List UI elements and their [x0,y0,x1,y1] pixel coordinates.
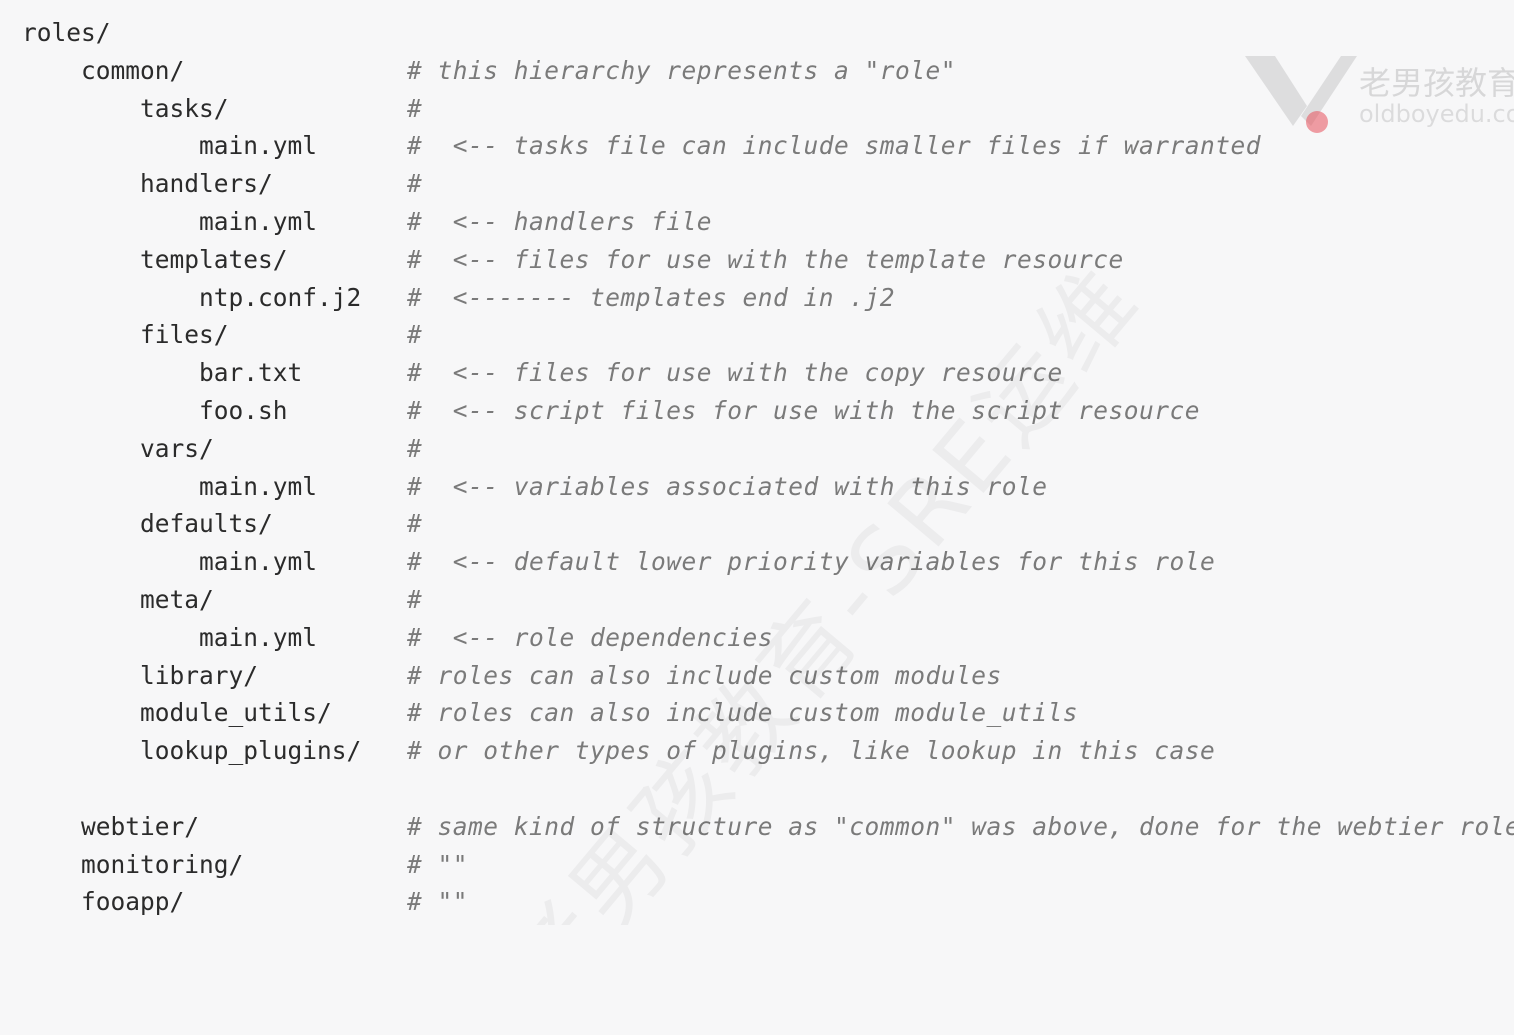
line-comment: # [407,169,423,199]
path-tasks: tasks/ [140,93,229,123]
code-line: main.yml # <-- tasks file can include sm… [0,127,1514,165]
code-line: fooapp/ # "" [0,883,1514,921]
line-comment: # [407,320,423,350]
code-line: tasks/ # [0,90,1514,128]
line-comment: # this hierarchy represents a "role" [407,55,957,85]
code-line: common/ # this hierarchy represents a "r… [0,52,1514,90]
code-line: lookup_plugins/ # or other types of plug… [0,732,1514,770]
path-files: files/ [140,320,229,350]
code-line: handlers/ # [0,165,1514,203]
code-block: roles/ common/ # this hierarchy represen… [0,14,1514,925]
line-comment: # <-- default lower priority variables f… [407,547,1216,577]
code-line: templates/ # <-- files for use with the … [0,241,1514,279]
path-handlers: handlers/ [140,169,273,199]
line-comment: # "" [407,887,469,917]
line-comment: # <------- templates end in .j2 [407,282,896,312]
line-comment: # [407,584,423,614]
code-line: vars/ # [0,430,1514,468]
path-defaults: defaults/ [140,509,273,539]
line-comment: # <-- variables associated with this rol… [407,471,1048,501]
line-comment: # [407,93,423,123]
line-comment: # <-- files for use with the template re… [407,244,1124,274]
path-foo-sh: foo.sh [199,395,288,425]
code-line: module_utils/ # roles can also include c… [0,694,1514,732]
code-line: monitoring/ # "" [0,846,1514,884]
path-tasks-main-yml: main.yml [199,131,318,161]
code-line: main.yml # <-- role dependencies [0,619,1514,657]
line-comment: # same kind of structure as "common" was… [407,811,1514,841]
line-comment: # <-- role dependencies [407,622,774,652]
line-comment: # roles can also include custom modules [407,660,1002,690]
path-handlers-main-yml: main.yml [199,206,318,236]
line-comment: # <-- script files for use with the scri… [407,395,1201,425]
code-line: main.yml # <-- variables associated with… [0,468,1514,506]
line-comment: # <-- tasks file can include smaller fil… [407,131,1262,161]
code-line: webtier/ # same kind of structure as "co… [0,808,1514,846]
line-comment: # <-- handlers file [407,206,713,236]
line-comment: # "" [407,849,469,879]
code-line: roles/ [0,14,1514,52]
code-line: main.yml # <-- default lower priority va… [0,543,1514,581]
line-comment: # [407,509,423,539]
path-module-utils: module_utils/ [140,698,332,728]
path-defaults-main-yml: main.yml [199,547,318,577]
path-vars-main-yml: main.yml [199,471,318,501]
path-meta-main-yml: main.yml [199,622,318,652]
path-lookup-plugins: lookup_plugins/ [140,736,362,766]
code-line: defaults/ # [0,505,1514,543]
path-library: library/ [140,660,259,690]
path-common: common/ [81,55,185,85]
code-line: foo.sh # <-- script files for use with t… [0,392,1514,430]
line-comment: # roles can also include custom module_u… [407,698,1079,728]
line-comment: # [407,433,423,463]
code-line: bar.txt # <-- files for use with the cop… [0,354,1514,392]
path-meta: meta/ [140,584,214,614]
path-webtier: webtier/ [81,811,200,841]
code-line: ntp.conf.j2 # <------- templates end in … [0,279,1514,317]
line-comment: # <-- files for use with the copy resour… [407,358,1063,388]
code-line: files/ # [0,316,1514,354]
code-line: main.yml # <-- handlers file [0,203,1514,241]
code-line: meta/ # [0,581,1514,619]
path-roles: roles/ [22,18,111,47]
path-ntp-conf-j2: ntp.conf.j2 [199,282,362,312]
code-line: library/ # roles can also include custom… [0,657,1514,695]
path-bar-txt: bar.txt [199,358,303,388]
path-fooapp: fooapp/ [81,887,185,917]
path-vars: vars/ [140,433,214,463]
path-monitoring: monitoring/ [81,849,244,879]
line-comment: # or other types of plugins, like lookup… [407,736,1216,766]
blank-line [0,770,1514,808]
path-templates: templates/ [140,244,288,274]
